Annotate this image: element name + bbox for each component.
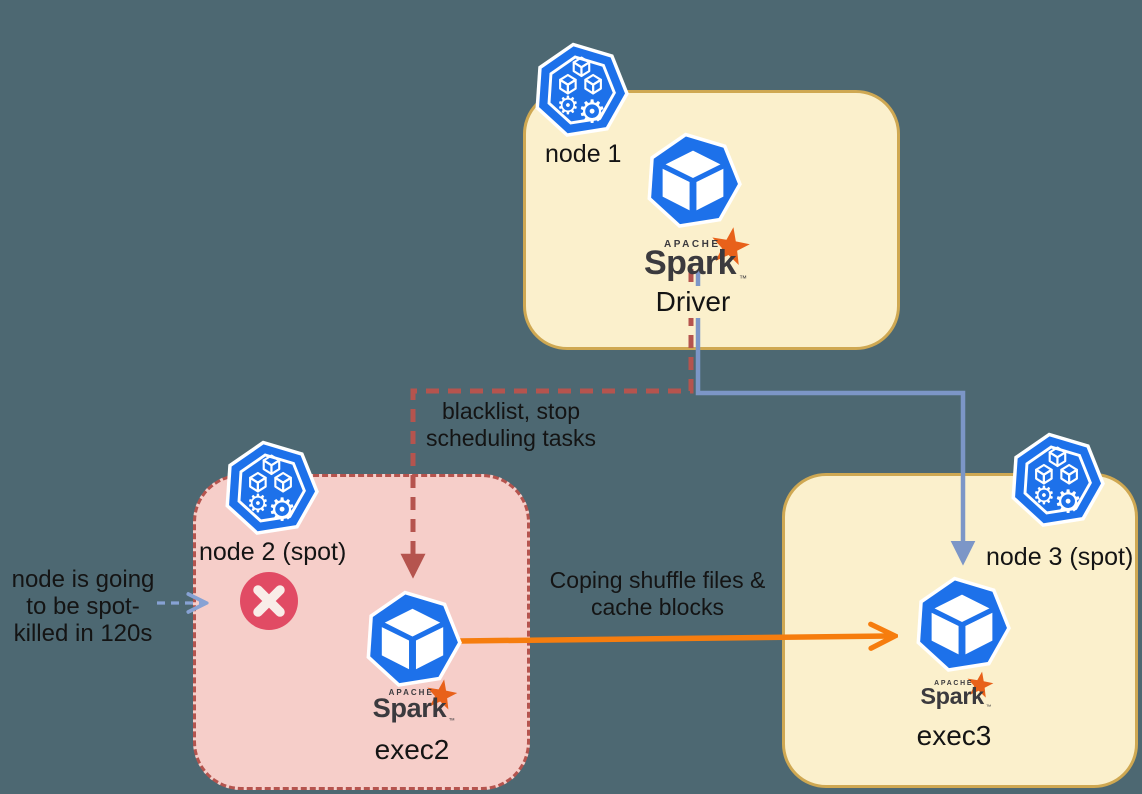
blacklist-edge-label-line1: blacklist, stop (441, 398, 581, 424)
exec3-pod-icon (913, 576, 1011, 674)
kubernetes-node-icon (1008, 432, 1105, 529)
copy-shuffle-edge-label: Coping shuffle files & cache blocks (540, 567, 775, 621)
exec3-label: exec3 (916, 720, 992, 751)
blacklist-edge-label: blacklist, stop scheduling tasks (421, 398, 601, 452)
spot-kill-note-line2: to be spot- (26, 593, 140, 620)
spark-wordmark: Spark (372, 692, 447, 724)
blacklist-edge-label-line2: scheduling tasks (425, 425, 597, 451)
spot-kill-note: node is going to be spot- killed in 120s (4, 566, 162, 647)
spark-apache-text: APACHE (934, 679, 974, 688)
error-x-icon (240, 572, 298, 630)
node1-label: node 1 (545, 140, 622, 168)
kubernetes-node-icon (222, 440, 319, 537)
copy-shuffle-edge-label-line2: cache blocks (591, 594, 724, 620)
spark-trademark: ™ (448, 716, 455, 724)
copy-shuffle-edge-label-line1: Coping shuffle files & (549, 567, 766, 593)
spark-apache-text: APACHE (388, 688, 434, 698)
spark-logo: APACHE Spark ™ (371, 688, 456, 728)
exec2-label: exec2 (374, 734, 450, 765)
spot-kill-note-line1: node is going (11, 566, 155, 593)
spark-logo: APACHE Spark ™ (642, 238, 748, 288)
kubernetes-node-icon (532, 42, 629, 139)
spark-wordmark: Spark (644, 244, 737, 282)
spark-trademark: ™ (985, 703, 992, 711)
node2-label: node 2 (spot) (199, 538, 347, 566)
driver-pod-icon (644, 132, 742, 230)
exec2-pod-icon (363, 590, 462, 689)
spark-logo: APACHE Spark ™ (919, 679, 992, 714)
spark-wordmark: Spark (920, 683, 984, 710)
driver-label: Driver (640, 286, 746, 318)
spot-kill-note-line3: killed in 120s (13, 620, 153, 647)
node3-label: node 3 (spot) (986, 543, 1134, 571)
spark-apache-text: APACHE (664, 239, 721, 250)
spark-trademark: ™ (739, 274, 747, 283)
